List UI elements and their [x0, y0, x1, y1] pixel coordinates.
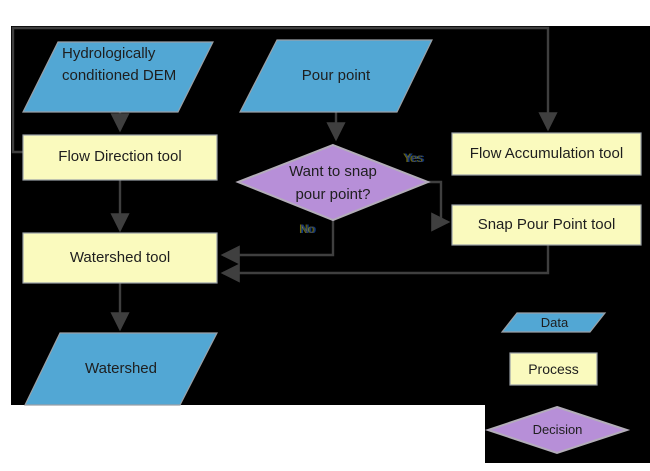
node-watershed-parallelogram — [24, 332, 218, 406]
node-dem-parallelogram — [22, 41, 214, 113]
node-pour-point-parallelogram — [239, 39, 433, 113]
connectors — [11, 26, 558, 332]
legend-data-parallelogram — [500, 312, 607, 333]
nodes — [22, 39, 642, 455]
node-flow-accumulation-rect — [451, 132, 642, 176]
legend-decision-diamond — [484, 405, 631, 455]
edge-decision-no-to-watershed-tool — [220, 220, 335, 265]
node-watershed-tool-rect — [22, 232, 218, 284]
node-decision-diamond — [235, 143, 431, 222]
legend-process-rect — [509, 352, 598, 386]
node-snap-pour-point-rect — [451, 204, 642, 246]
node-flow-direction-rect — [22, 134, 218, 181]
edge-decision-yes-to-snap-pour-point — [428, 180, 451, 232]
edge-flow-direction-to-flow-accumulation — [11, 26, 558, 154]
edge-snap-pour-point-to-watershed-tool — [220, 245, 550, 283]
